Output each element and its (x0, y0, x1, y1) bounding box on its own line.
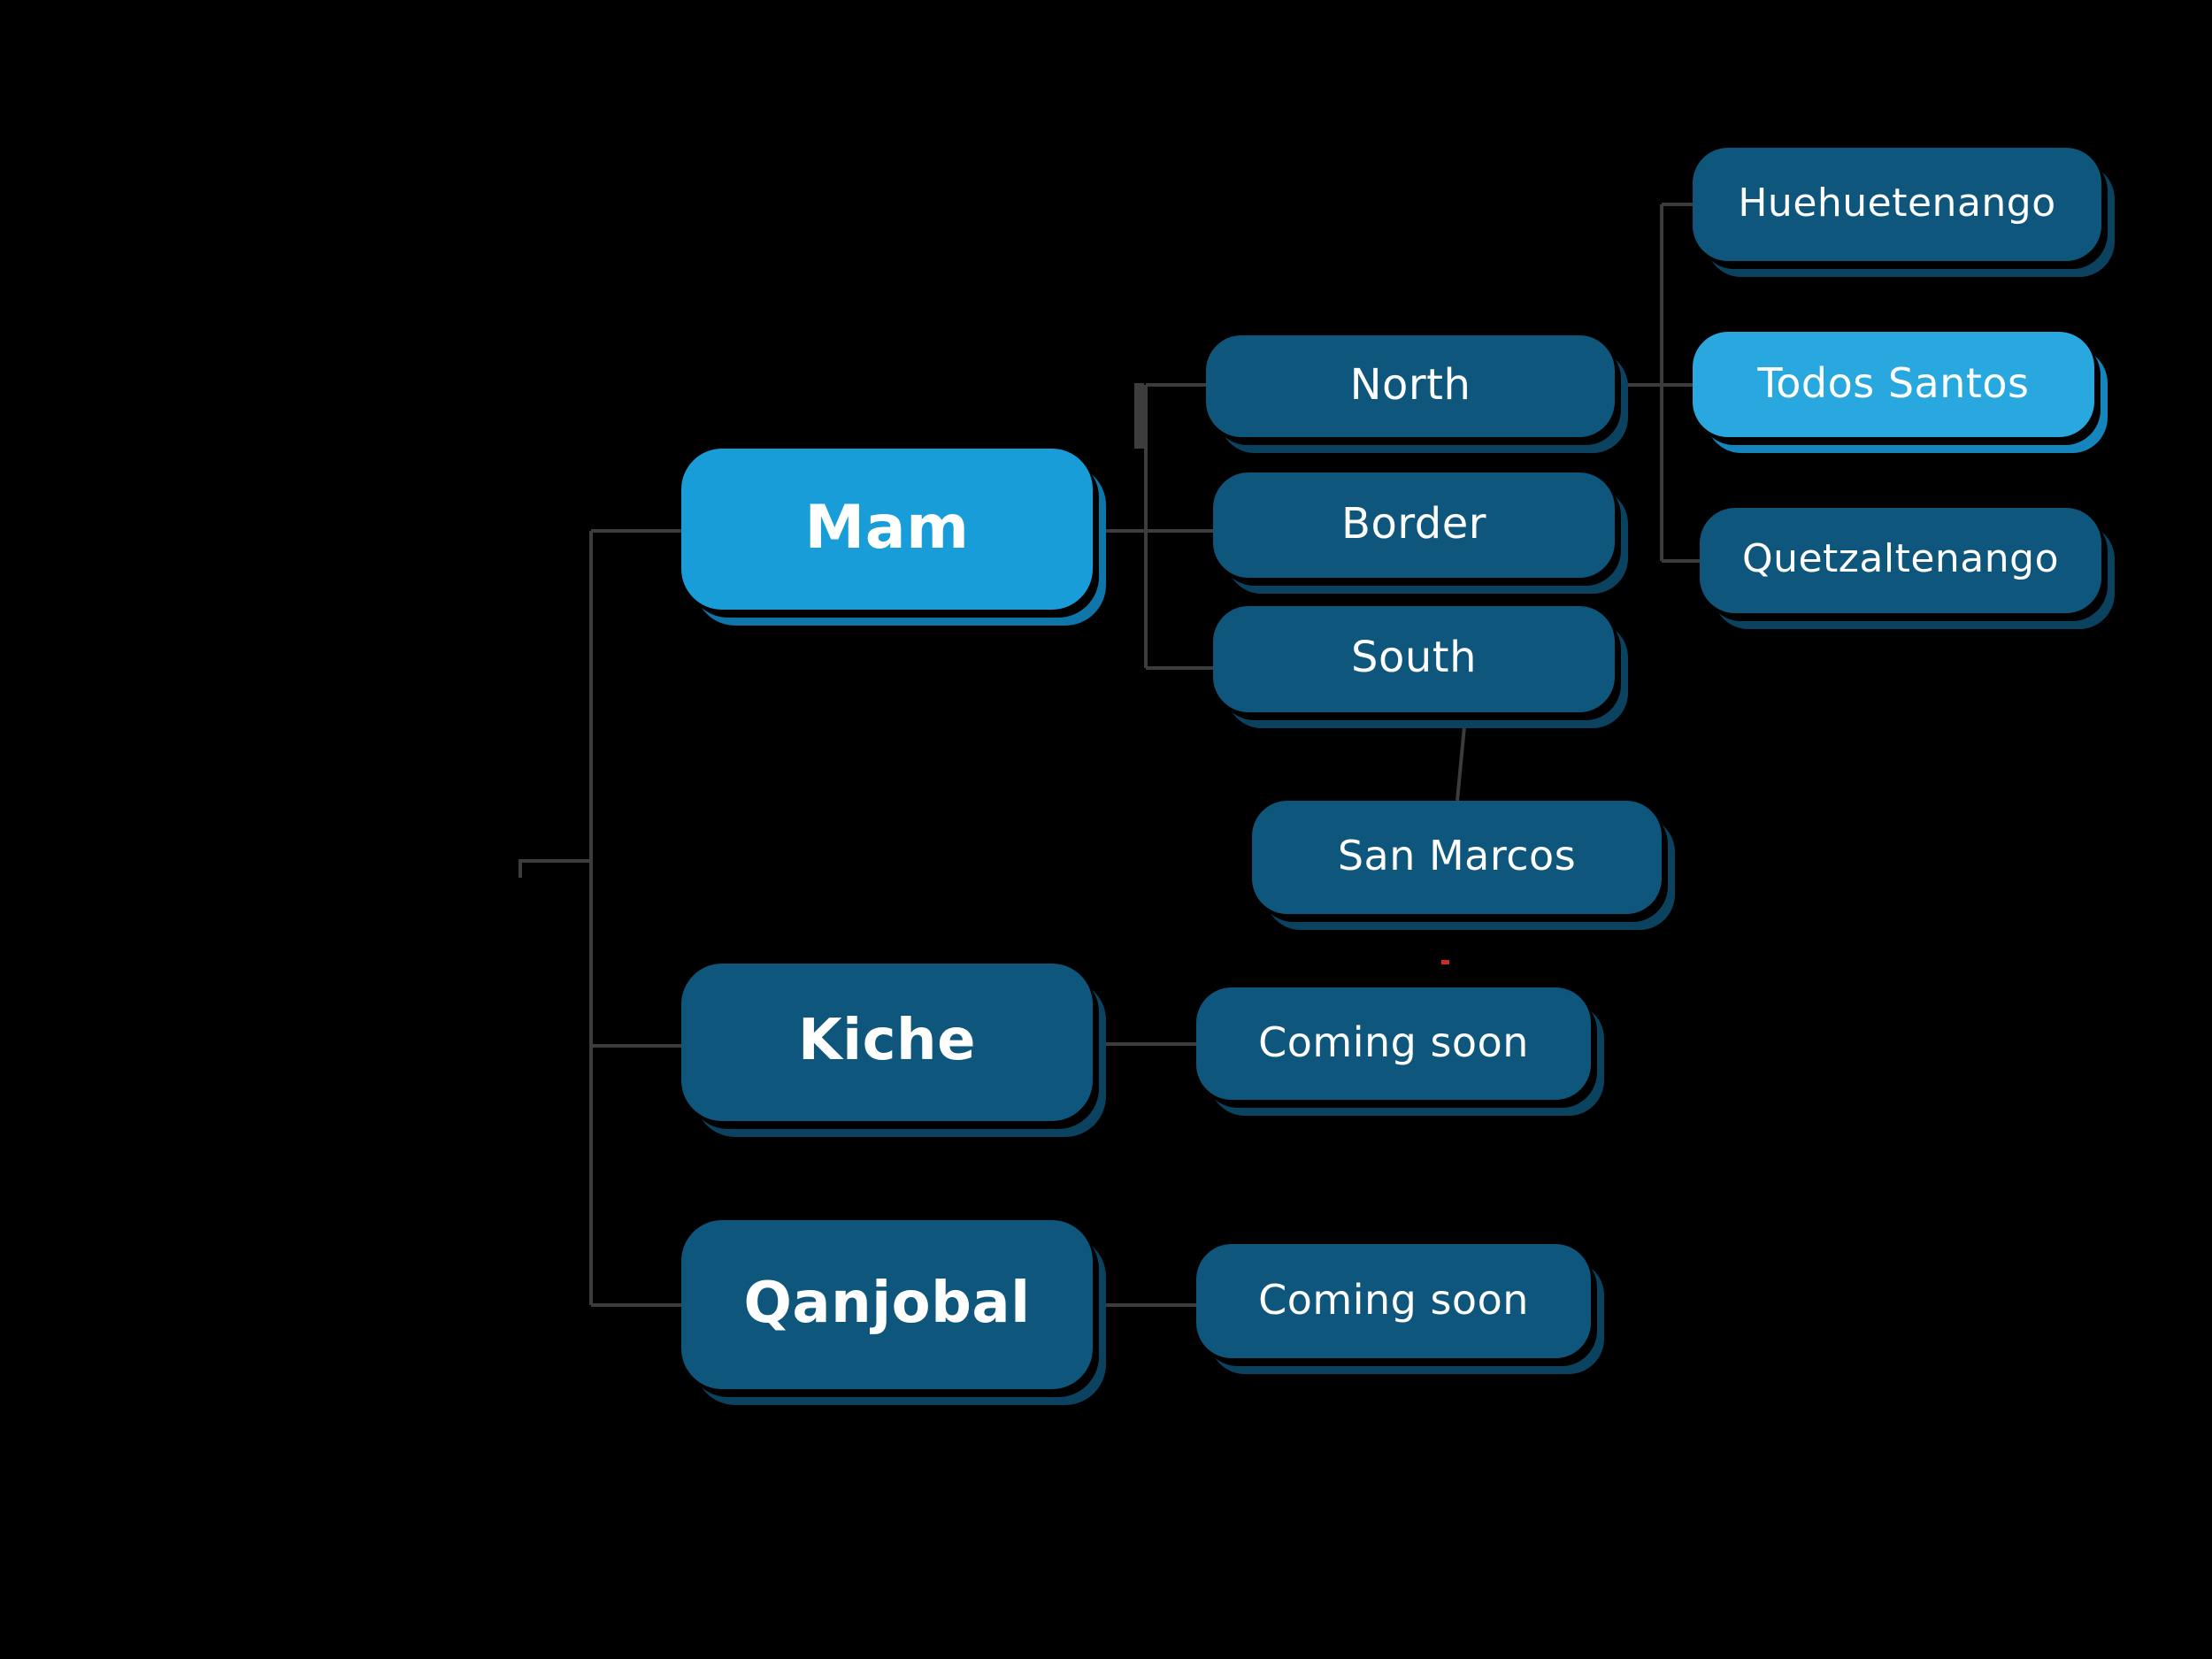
node-kiche-coming-soon-label: Coming soon (1258, 1018, 1529, 1066)
connector-root-elbow (518, 859, 591, 878)
node-south[interactable]: South (1213, 606, 1615, 712)
node-mam-label: Mam (804, 492, 970, 563)
node-huehuetenango[interactable]: Huehuetenango (1693, 148, 2101, 261)
node-quetzaltenango-label: Quetzaltenango (1741, 536, 2060, 581)
node-qanjobal-coming-soon-label: Coming soon (1258, 1275, 1529, 1324)
node-san-marcos[interactable]: San Marcos (1252, 801, 1662, 914)
node-qanjobal-label: Qanjobal (743, 1270, 1031, 1336)
node-todos-santos-label: Todos Santos (1757, 358, 2030, 407)
node-kiche-label: Kiche (798, 1008, 976, 1073)
artifact-red-mark (1441, 960, 1449, 964)
node-mam[interactable]: Mam (681, 449, 1093, 610)
node-border[interactable]: Border (1213, 472, 1615, 578)
node-huehuetenango-label: Huehuetenango (1738, 180, 2056, 226)
node-qanjobal-coming-soon[interactable]: Coming soon (1196, 1244, 1591, 1358)
node-north-label: North (1349, 359, 1471, 410)
node-kiche-coming-soon[interactable]: Coming soon (1196, 987, 1591, 1100)
node-north[interactable]: North (1206, 335, 1615, 437)
artifact-stray-bar (1134, 383, 1144, 449)
node-border-label: Border (1341, 498, 1486, 549)
node-san-marcos-label: San Marcos (1337, 832, 1577, 879)
node-qanjobal[interactable]: Qanjobal (681, 1220, 1093, 1389)
node-kiche[interactable]: Kiche (681, 964, 1093, 1121)
node-quetzaltenango[interactable]: Quetzaltenango (1700, 508, 2101, 613)
connector-south-to-san-marcos (1455, 707, 1468, 802)
node-south-label: South (1351, 633, 1477, 682)
node-todos-santos[interactable]: Todos Santos (1693, 332, 2094, 437)
